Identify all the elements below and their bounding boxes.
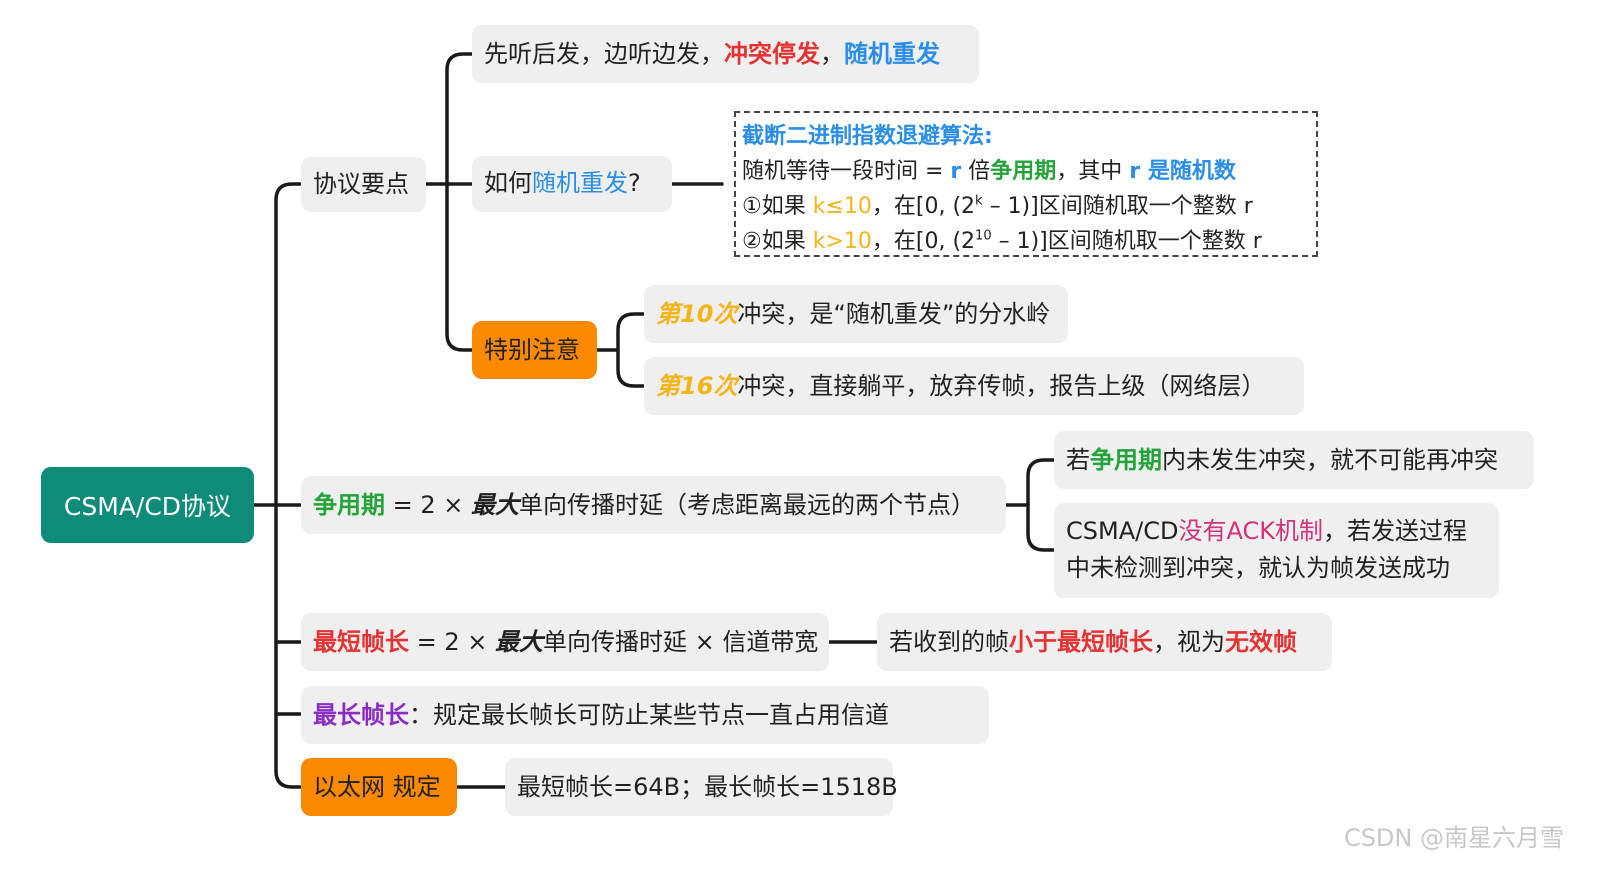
how-prefix: 如何 [484, 169, 532, 197]
n16-ordinal: 第16次 [656, 372, 738, 400]
backoff-title: 截断二进制指数退避算法: [742, 124, 993, 149]
node-protocol-points[interactable]: 协议要点 [301, 157, 426, 212]
node-min-frame-length[interactable]: 最短帧长 = 2 × 最大单向传播时延 × 信道带宽 [301, 613, 829, 671]
node-16th-collision[interactable]: 第16次冲突，直接躺平，放弃传帧，报告上级（网络层） [644, 357, 1304, 415]
n10-ordinal: 第10次 [656, 300, 738, 328]
backoff-line-1: 随机等待一段时间 = r 倍争用期，其中 r 是随机数 [742, 159, 1236, 184]
connector-special-branch [616, 312, 646, 388]
node-special-notice[interactable]: 特别注意 [472, 321, 597, 379]
watermark: CSDN @南星六月雪 [1343, 824, 1564, 852]
contention-term: 争用期 [313, 491, 385, 519]
node-how-random-resend[interactable]: 如何随机重发? [472, 156, 672, 212]
connector-points-branch [445, 52, 474, 352]
node-max-frame-length[interactable]: 最长帧长：规定最长帧长可防止某些节点一直占用信道 [301, 686, 989, 744]
node-contention-note-1[interactable]: 若争用期内未发生冲突，就不可能再冲突 [1054, 431, 1534, 489]
node-min-frame-note[interactable]: 若收到的帧小于最短帧长，视为无效帧 [877, 613, 1332, 671]
listen-random-resend: 随机重发 [844, 40, 940, 68]
n10-text: 冲突，是“随机重发”的分水岭 [737, 300, 1051, 328]
node-ethernet-values[interactable]: 最短帧长=64B；最长帧长=1518B [505, 758, 898, 816]
listen-sep: ， [820, 40, 844, 68]
node-listen-rule[interactable]: 先听后发，边听边发，冲突停发，随机重发 [472, 25, 979, 83]
backoff-algorithm-box: 截断二进制指数退避算法: 随机等待一段时间 = r 倍争用期，其中 r 是随机数… [734, 111, 1318, 257]
node-contention-note-2[interactable]: CSMA/CD没有ACK机制，若发送过程 中未检测到冲突，就认为帧发送成功 [1054, 503, 1499, 598]
how-suffix: ? [628, 169, 641, 197]
note2-line-2: 中未检测到冲突，就认为帧发送成功 [1066, 554, 1450, 582]
node-ethernet-rule[interactable]: 以太网 规定 [301, 758, 457, 816]
note2-line-1: CSMA/CD没有ACK机制，若发送过程 [1066, 517, 1467, 545]
connector-contention-branch [1026, 458, 1056, 552]
backoff-line-3: ②如果 k>10，在[0, (210 – 1)]区间随机取一个整数 r [742, 228, 1262, 254]
root-node-csma-cd[interactable]: CSMA/CD协议 [41, 467, 254, 543]
max-frame-term: 最长帧长 [313, 701, 409, 729]
min-frame-term: 最短帧长 [313, 628, 409, 656]
backoff-line-2: ①如果 k≤10，在[0, (2k – 1)]区间随机取一个整数 r [742, 193, 1253, 219]
node-10th-collision[interactable]: 第10次冲突，是“随机重发”的分水岭 [644, 285, 1068, 343]
n16-text: 冲突，直接躺平，放弃传帧，报告上级（网络层） [737, 372, 1266, 400]
how-highlight: 随机重发 [532, 169, 628, 197]
listen-collision-stop: 冲突停发 [724, 40, 820, 68]
connector-root-main-branch [274, 182, 302, 789]
node-contention-period[interactable]: 争用期 = 2 × 最大单向传播时延（考虑距离最远的两个节点） [301, 476, 1006, 534]
listen-prefix: 先听后发，边听边发， [484, 40, 724, 68]
